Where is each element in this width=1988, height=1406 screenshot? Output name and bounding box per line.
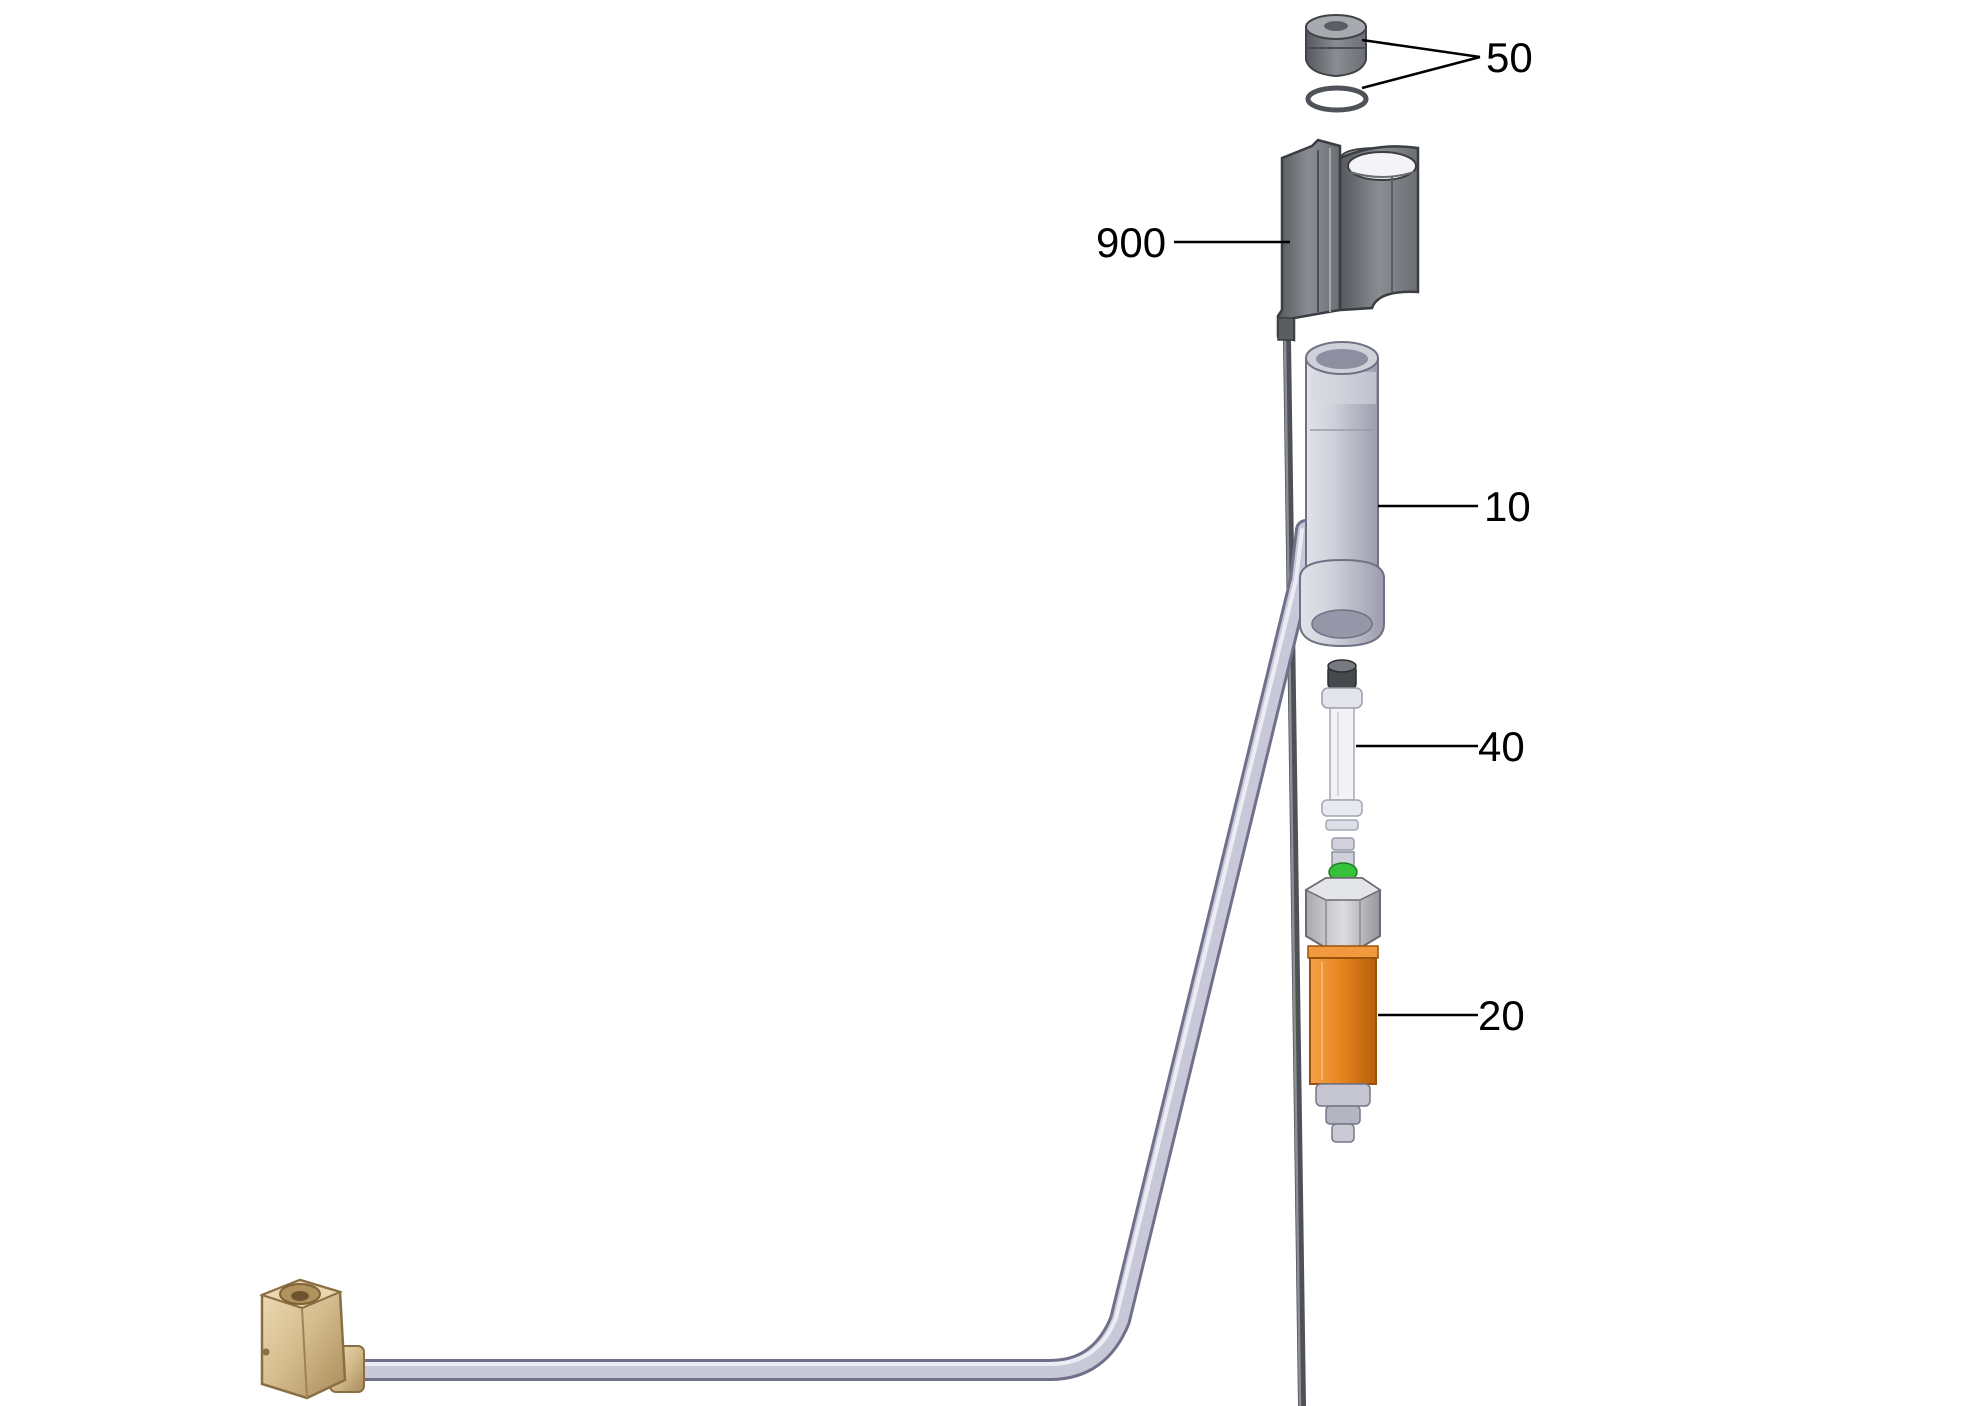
callout-40: 40 xyxy=(1478,723,1525,770)
valve-insert xyxy=(1321,659,1363,851)
o-ring xyxy=(1305,85,1369,113)
callout-900: 900 xyxy=(1096,219,1166,266)
vertical-rod xyxy=(1283,339,1306,1406)
leader-lines xyxy=(1174,38,1481,1017)
bracket-holder xyxy=(1276,138,1420,342)
cap-plug xyxy=(1305,14,1367,78)
brass-elbow-fitting xyxy=(259,1278,365,1400)
supply-tube xyxy=(344,519,1317,1381)
green-seal xyxy=(1328,851,1358,882)
callout-50: 50 xyxy=(1486,34,1533,81)
callout-10: 10 xyxy=(1484,483,1531,530)
orange-cartridge xyxy=(1304,877,1382,1143)
sleeve-tube xyxy=(1299,341,1385,648)
callout-20: 20 xyxy=(1478,992,1525,1039)
